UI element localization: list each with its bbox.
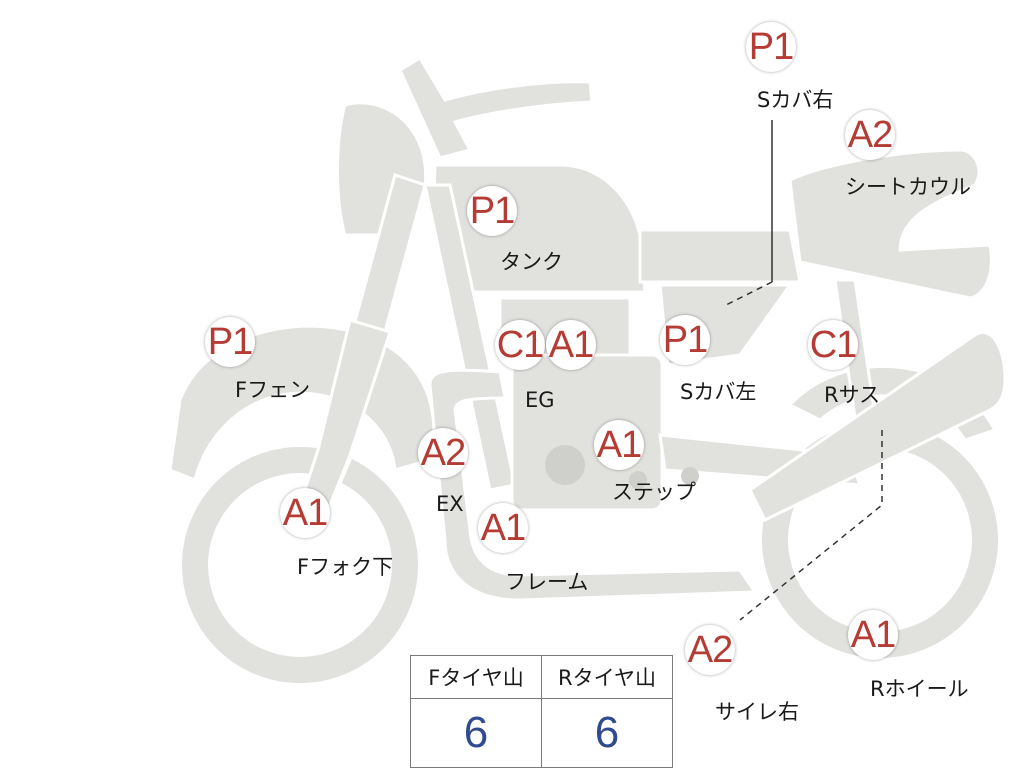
label-seat-cowl: シートカウル xyxy=(845,175,971,199)
label-tank: タンク xyxy=(500,250,563,274)
rear-tire-tread-header: Rタイヤ山 xyxy=(541,655,673,699)
grade-badge-exhaust: A2 xyxy=(418,428,468,478)
label-s-cover-right: Sカバ右 xyxy=(757,88,834,112)
grade-badge-front-fork: A1 xyxy=(280,488,330,538)
handlebar-shape xyxy=(398,55,594,160)
front-tire-tread-value: 6 xyxy=(410,698,542,768)
label-exhaust: EX xyxy=(436,492,464,516)
seat-shape xyxy=(638,228,802,284)
tire-tread-value-row: 6 6 xyxy=(410,698,673,768)
label-rear-suspension: Rサス xyxy=(824,383,881,407)
step-peg-left-shape xyxy=(629,471,647,489)
label-s-cover-left: Sカバ左 xyxy=(680,380,757,404)
front-tire-tread-header: Fタイヤ山 xyxy=(410,655,542,699)
silencer-shape xyxy=(748,331,1007,523)
grade-badge-s-cover-left: P1 xyxy=(660,315,710,365)
label-front-fender: Fフェン xyxy=(235,378,311,402)
grade-badge-step: A1 xyxy=(594,420,644,470)
grade-badge-silencer-right: A2 xyxy=(685,625,735,675)
grade-badge-frame: A1 xyxy=(478,503,528,553)
grade-badge-engine-2: A1 xyxy=(546,320,596,370)
grade-badge-rear-wheel: A1 xyxy=(848,610,898,660)
tire-tread-header-row: Fタイヤ山 Rタイヤ山 xyxy=(410,655,673,699)
tire-tread-table: Fタイヤ山 Rタイヤ山 6 6 xyxy=(410,655,673,768)
engine-cover-shape xyxy=(545,445,585,485)
label-silencer-right: サイレ右 xyxy=(715,700,799,724)
label-engine: EG xyxy=(525,388,555,412)
grade-badge-engine-1: C1 xyxy=(495,320,545,370)
label-front-fork: Fフォク下 xyxy=(297,555,394,579)
label-step: ステップ xyxy=(612,480,696,504)
seat-cowl-shape xyxy=(788,148,993,300)
grade-badge-seat-cowl: A2 xyxy=(845,110,895,160)
grade-badge-s-cover-right: P1 xyxy=(746,22,796,72)
grade-badge-tank: P1 xyxy=(467,186,517,236)
leader-silencer xyxy=(739,430,883,621)
exhaust-pipe-shape xyxy=(428,368,758,602)
rear-tire-tread-value: 6 xyxy=(541,698,673,768)
grade-badge-rear-suspension: C1 xyxy=(808,320,858,370)
grade-badge-front-fender: P1 xyxy=(205,317,255,367)
leader-s-cover-right-dash xyxy=(725,281,773,306)
label-frame: フレーム xyxy=(505,570,589,594)
front-wheel-shape xyxy=(182,447,418,683)
step-peg-right-shape xyxy=(681,467,699,485)
label-rear-wheel: Rホイール xyxy=(870,677,969,701)
